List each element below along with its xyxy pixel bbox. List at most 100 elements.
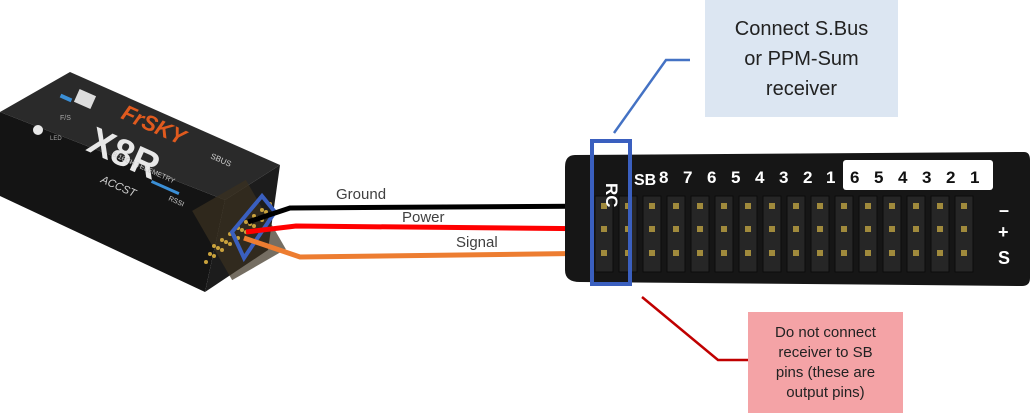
warning-callout-leader [641,296,748,362]
fc-row-label-signal: S [998,248,1010,268]
fc-pin-housing [930,195,950,273]
fc-pin [649,250,655,256]
fc-rc-label: RC [602,183,621,208]
fc-pin-housing [810,195,830,273]
fc-output-pin-label: 4 [898,168,908,187]
receiver-bind-marker [150,180,180,196]
fc-output-pin-label: 2 [946,168,955,187]
fc-input-pin-label: 5 [731,168,740,187]
receiver-front-face [0,112,225,292]
receiver-header-pin [204,260,208,264]
fc-pin [913,226,919,232]
ground-wire [247,203,613,225]
power-wire [245,223,613,235]
fc-sb-label: SB [634,172,656,189]
fc-pin [769,226,775,232]
fc-pin [697,203,703,209]
fc-pin [961,250,967,256]
fc-pin-housing [738,195,758,273]
receiver-header-pin [216,246,220,250]
fc-pin [649,203,655,209]
fc-output-pin-label: 3 [922,168,931,187]
fc-pin [697,226,703,232]
ground-wire-label: Ground [336,186,386,203]
fc-pin [673,250,679,256]
fc-pin-housing [594,195,614,273]
fc-pin [817,226,823,232]
fc-input-pin-label: 2 [803,168,812,187]
receiver-header-pin [260,208,264,212]
fc-pin [937,250,943,256]
fc-pin-housing [786,195,806,273]
fc-pin-housing [834,195,854,273]
fc-pin [865,250,871,256]
fc-pin-columns [594,195,974,273]
fc-pin-housing [762,195,782,273]
fc-pin [841,226,847,232]
warning-callout: Do not connect receiver to SB pins (thes… [748,312,903,413]
fc-pin [721,226,727,232]
receiver-led-label: LED [50,136,62,142]
fc-pin-housing [690,195,710,273]
rc-column-highlight [590,139,632,286]
receiver-header-pin [208,252,212,256]
fc-pin [769,203,775,209]
sbus-callout: Connect S.Bus or PPM-Sum receiver [705,0,898,117]
fc-input-pin-label: 3 [779,168,788,187]
fc-row-label-ground: – [999,200,1009,220]
fc-input-pin-label: 8 [659,168,668,187]
fc-pin [937,226,943,232]
fc-pin [889,250,895,256]
receiver-led [33,125,43,135]
receiver-sticker [73,88,97,110]
fc-pin [721,203,727,209]
fc-pin-housing [642,195,662,273]
fc-input-pin-label: 6 [707,168,716,187]
fc-pin [841,250,847,256]
receiver-header-pin [264,210,268,214]
fc-pin [745,226,751,232]
signal-wire [243,235,613,260]
receiver-antenna-marker [59,93,73,103]
fc-pin [961,226,967,232]
fc-pin [793,226,799,232]
fc-pin [937,203,943,209]
receiver-header-pin [244,220,248,224]
fc-pin [865,226,871,232]
fc-pin [721,250,727,256]
fc-pin [745,203,751,209]
fc-pin [817,250,823,256]
fc-output-pin-label: 6 [850,168,859,187]
sbus-callout-leader [612,58,690,134]
fc-pin [697,250,703,256]
fc-output-label-bg [843,160,993,190]
fc-pin [913,203,919,209]
fc-pin [649,226,655,232]
fc-input-pin-label: 7 [683,168,692,187]
warning-callout-text: Do not connect receiver to SB pins (thes… [775,323,876,401]
fc-pin-housing [714,195,734,273]
fc-pin-housing [954,195,974,273]
signal-wire-label: Signal [456,234,498,251]
fc-pin-housing [882,195,902,273]
fc-pin-housing [858,195,878,273]
fc-pin [841,203,847,209]
power-wire-label: Power [402,209,445,226]
fc-input-pin-label: 1 [826,168,835,187]
fc-pin [601,226,607,232]
fc-pin-housing [666,195,686,273]
fc-pin [865,203,871,209]
fc-input-pin-label: 4 [755,168,765,187]
fc-pin [601,203,607,209]
receiver-header-pin [240,228,244,232]
receiver-fs-label: F/S [60,115,71,122]
fc-output-pin-label: 1 [970,168,979,187]
fc-output-pin-label: 5 [874,168,883,187]
receiver-header-pin [228,242,232,246]
fc-pin [889,226,895,232]
fc-rail: RC SB 8 7 6 5 4 3 2 1 6 5 4 3 2 1 – + S [565,152,1030,286]
fc-pin [793,250,799,256]
receiver-header-pin [224,240,228,244]
